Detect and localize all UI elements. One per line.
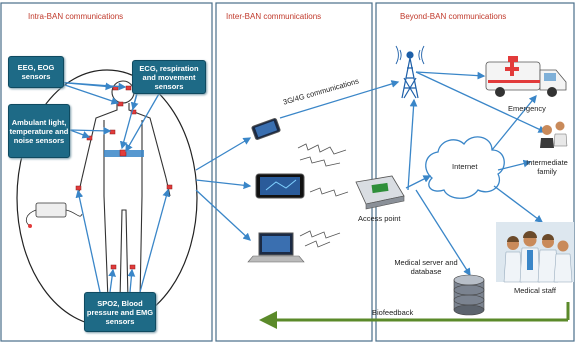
- beyond-ban-panel: [375, 2, 575, 342]
- sensor-dots: [75, 85, 173, 270]
- intra-ban-title: Intra-BAN communications: [28, 12, 124, 21]
- smartphone-icon: [251, 118, 281, 140]
- medical-server-label: Medical server and database: [394, 258, 458, 276]
- inter-ban-panel: [215, 2, 373, 342]
- medical-staff-photo: [496, 222, 574, 283]
- ambient-sensors-box: Ambulant light, temperature and noise se…: [8, 104, 70, 158]
- body-to-device-links: [195, 137, 252, 241]
- cellular-link-arrow: [279, 80, 400, 119]
- family-people-icon: [540, 121, 568, 148]
- ambulance-icon: [485, 56, 567, 97]
- beyond-links: [405, 71, 547, 277]
- access-point-router-icon: [355, 175, 405, 210]
- spo2-bp-emg-sensors-box: SPO2, Blood pressure and EMG sensors: [84, 292, 156, 332]
- wireless-signal-icons: [297, 143, 349, 248]
- emergency-label: Emergency: [508, 104, 546, 113]
- human-body-icon: [77, 80, 171, 301]
- internet-label: Internet: [452, 162, 478, 171]
- biofeedback-label: Biofeedback: [372, 308, 414, 317]
- medical-staff-label: Medical staff: [514, 286, 556, 295]
- cellular-tower-icon: [395, 45, 425, 99]
- beyond-ban-title: Beyond-BAN communications: [400, 12, 507, 21]
- intra-ban-panel: [0, 2, 213, 342]
- wearable-device-icon: [25, 202, 83, 228]
- access-point-label: Access point: [358, 214, 401, 223]
- biofeedback-arrow: [259, 302, 570, 329]
- database-server-icon: [453, 274, 485, 316]
- laptop-icon: [247, 232, 305, 263]
- inter-ban-title: Inter-BAN communications: [226, 12, 322, 21]
- family-label: Intermediate family: [526, 158, 568, 176]
- tablet-icon: [255, 173, 305, 199]
- ecg-respiration-sensors-box: ECG, respiration and movement sensors: [132, 60, 206, 94]
- intra-links: [55, 81, 171, 293]
- eeg-eog-sensors-box: EEG, EOG sensors: [8, 56, 64, 88]
- internet-cloud-icon: [425, 136, 505, 199]
